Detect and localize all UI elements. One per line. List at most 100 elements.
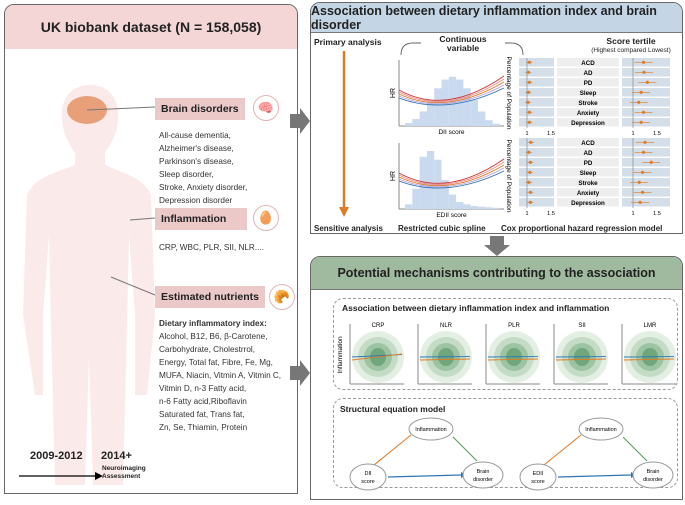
histogram-bar bbox=[485, 207, 493, 209]
spline-curve bbox=[398, 164, 505, 187]
marker-label: PLR bbox=[508, 323, 520, 329]
outcome-label: Stroke bbox=[578, 100, 598, 107]
outcome-row-bg bbox=[557, 138, 619, 147]
blood-cells-icon: 🥚 bbox=[253, 205, 279, 231]
percentage-axis-label: Percentage of Population bbox=[505, 57, 512, 130]
histogram-bar bbox=[463, 204, 471, 209]
forest-row-bg bbox=[519, 68, 554, 77]
arrow-head bbox=[339, 207, 349, 217]
inflammation-association-title: Association between dietary inflammation… bbox=[342, 303, 610, 313]
nutrients-list: Dietary inflammatory index: Alcohol, B12… bbox=[159, 317, 281, 434]
spline-curve bbox=[398, 161, 505, 185]
list-item: Energy, Total fat, Fibre, Fe, Mg, bbox=[159, 358, 273, 367]
sem-box bbox=[333, 398, 678, 488]
spline-curve bbox=[398, 87, 505, 106]
outcome-row-bg bbox=[557, 188, 619, 197]
timeline-end: 2014+ bbox=[101, 450, 132, 462]
spline-label: Restricted cubic spline bbox=[398, 224, 486, 233]
spline-curve bbox=[398, 167, 505, 188]
point-estimate bbox=[649, 160, 653, 164]
marker-label: NLR bbox=[440, 323, 453, 329]
spline-curve bbox=[398, 81, 505, 104]
outcome-label: Sleep bbox=[580, 170, 597, 177]
tick-label: 1.5 bbox=[653, 131, 661, 137]
outcome-row-bg bbox=[557, 118, 619, 127]
continuous-variable-label: Continuous variable bbox=[439, 34, 487, 53]
outcome-label: ACD bbox=[581, 140, 595, 147]
exposure-label: DII bbox=[364, 471, 372, 477]
regression-line bbox=[555, 358, 607, 361]
point-estimate bbox=[641, 110, 646, 114]
sem-node bbox=[578, 417, 624, 441]
histogram-bar bbox=[441, 180, 449, 209]
forest-row-bg bbox=[519, 58, 554, 67]
histogram-bar bbox=[405, 204, 413, 209]
path-mediator-outcome bbox=[452, 436, 478, 462]
forest-row-bg bbox=[519, 118, 554, 127]
list-item: Vitmin D, n-3 Fatty acid, bbox=[159, 384, 247, 393]
hr-axis-label: HR bbox=[390, 171, 397, 181]
point-estimate bbox=[527, 150, 531, 154]
outcome-row-bg bbox=[557, 178, 619, 187]
point-estimate bbox=[526, 70, 531, 74]
point-estimate bbox=[527, 180, 531, 184]
outcome-row-bg bbox=[557, 58, 619, 67]
outcome-label: Brain bbox=[477, 469, 490, 475]
histogram-bar bbox=[426, 99, 435, 126]
tick-label: 1.5 bbox=[547, 211, 555, 217]
point-estimate bbox=[641, 170, 645, 174]
exposure-label: score bbox=[361, 479, 374, 485]
outcome-label: PD bbox=[584, 160, 593, 167]
spline-x-label: DII score bbox=[438, 129, 464, 136]
list-item: Alcohol, B12, B6, β-Carotene, bbox=[159, 332, 268, 341]
list-item: All-cause dementia, bbox=[159, 131, 231, 140]
inflammation-label: Inflammation bbox=[155, 208, 247, 230]
path-direct bbox=[557, 474, 632, 478]
histogram-bar bbox=[412, 119, 420, 126]
path-exposure-mediator bbox=[373, 434, 412, 466]
histogram-bar bbox=[419, 111, 427, 126]
forest-row-bg bbox=[519, 108, 554, 117]
score-tertile-label: Score tertile bbox=[606, 36, 656, 46]
forest-row-bg bbox=[519, 138, 554, 147]
histogram-bar bbox=[492, 123, 500, 126]
note-line: Neuroimaging bbox=[102, 465, 146, 472]
point-estimate bbox=[639, 120, 643, 124]
sem-node bbox=[408, 417, 454, 441]
inflammation-association-box bbox=[333, 298, 678, 390]
list-item: Alzheimer's disease, bbox=[159, 144, 234, 153]
point-estimate bbox=[641, 190, 645, 194]
timeline-arrow bbox=[19, 472, 103, 480]
right-arrow-icon bbox=[290, 360, 310, 386]
marker-label: CRP bbox=[372, 323, 385, 329]
outcome-row-bg bbox=[557, 108, 619, 117]
point-estimate bbox=[528, 170, 532, 174]
brain-disorders-label: Brain disorders bbox=[155, 98, 245, 120]
exposure-label: EDII bbox=[533, 471, 544, 477]
spline-curve bbox=[398, 78, 505, 102]
list-item: Saturated fat, Trans fat, bbox=[159, 410, 245, 419]
outcome-row-bg bbox=[557, 88, 619, 97]
outcome-label: Stroke bbox=[578, 180, 598, 187]
tick-label: 1 bbox=[631, 211, 634, 217]
tick-label: 1 bbox=[525, 211, 528, 217]
outcome-label: Depression bbox=[571, 120, 605, 127]
path-exposure-mediator bbox=[543, 434, 582, 466]
marker-label: LMR bbox=[644, 323, 657, 329]
histogram-bar bbox=[485, 120, 493, 126]
inflammation-axis-label: Inflammation bbox=[337, 336, 344, 374]
outcome-row-bg bbox=[557, 158, 619, 167]
tick-label: 1 bbox=[631, 131, 634, 137]
regression-line bbox=[623, 358, 675, 361]
forest-row-bg bbox=[519, 148, 554, 157]
point-estimate bbox=[527, 60, 531, 64]
estimated-nutrients-label: Estimated nutrients bbox=[155, 286, 266, 308]
outcome-label: AD bbox=[584, 150, 593, 157]
outcome-label: Sleep bbox=[580, 90, 597, 97]
list-item: Carbohydrate, Cholestrrol, bbox=[159, 345, 256, 354]
association-panel: Association between dietary inflammation… bbox=[310, 2, 683, 234]
mediator-label: Inflammation bbox=[585, 427, 617, 433]
histogram-bar bbox=[492, 207, 500, 209]
